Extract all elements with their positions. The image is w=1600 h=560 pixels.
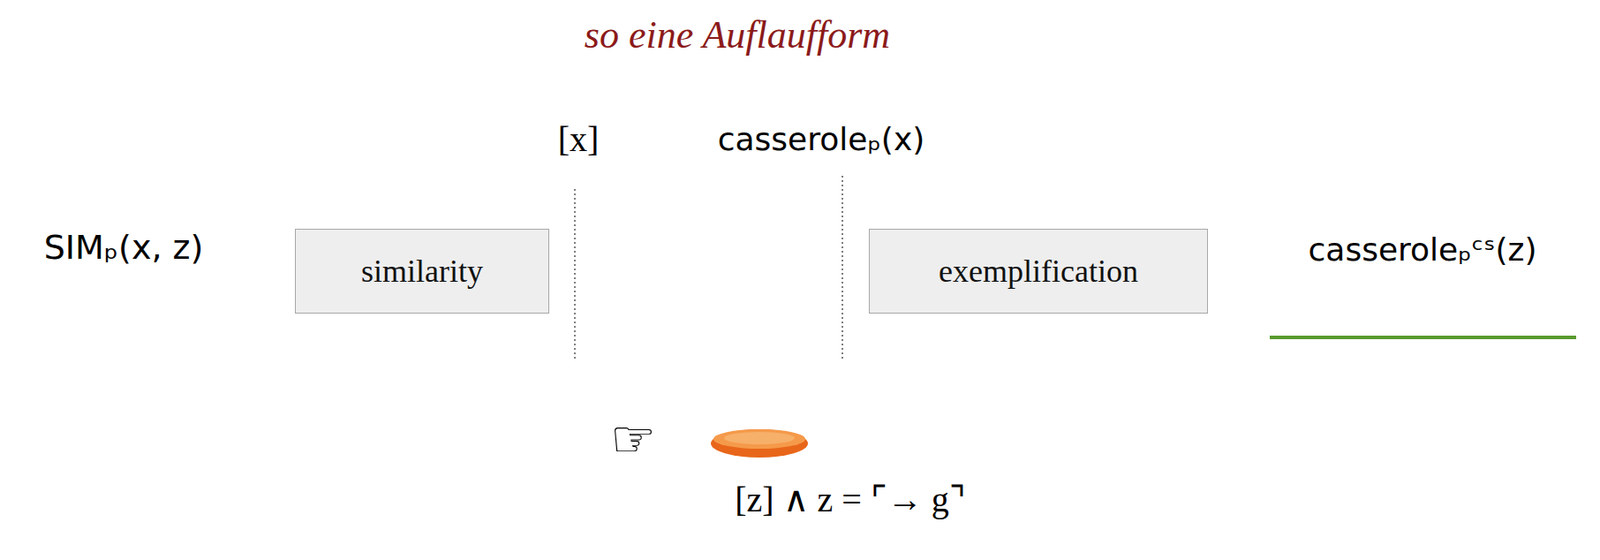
variable-bracket: [x] [558,119,600,160]
pointing-hand: ☞ [610,409,657,469]
box-label: exemplification [938,252,1139,290]
casserole-dish [710,429,808,458]
dotted-divider [841,175,844,360]
formula: [z] ∧ z = ⌜→ g⌝ [734,479,967,521]
box-label: similarity [361,252,484,290]
green-underline [1269,335,1577,340]
process-box: similarity [294,228,550,314]
process-box: exemplification [868,228,1208,314]
similarity-relation: SIMₚ(x, z) [44,228,204,268]
title: so eine Auflaufform [584,13,891,59]
predicate: casseroleₚᶜˢ(z) [1308,231,1538,268]
dotted-divider [573,188,576,360]
predicate: casseroleₚ(x) [717,120,926,158]
